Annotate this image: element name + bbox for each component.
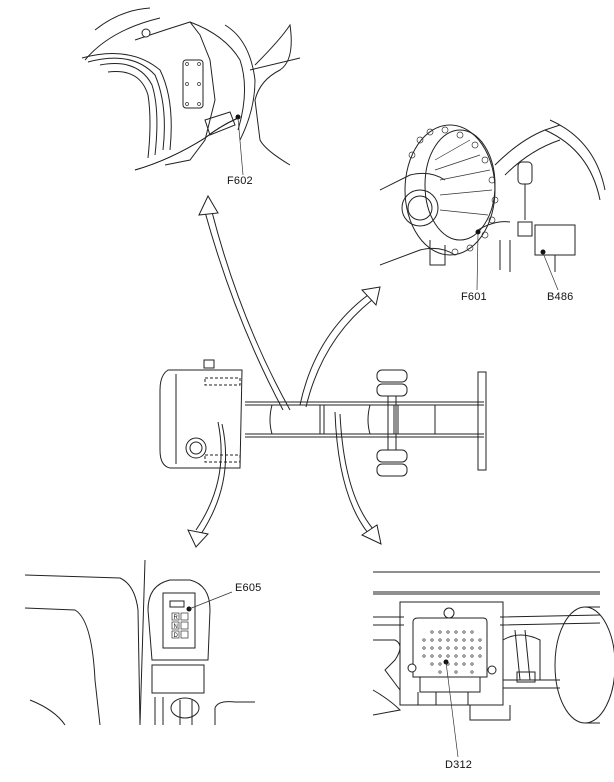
- f601-marker: [475, 229, 481, 235]
- transmission-detail: [81, 7, 301, 176]
- gear-button-r: R: [174, 615, 179, 621]
- label-f601: F601: [461, 291, 487, 303]
- rear-axle-detail: [379, 119, 606, 291]
- chassis-top-view: [159, 359, 487, 477]
- gear-button-n: N: [174, 624, 178, 630]
- f602-marker: [235, 114, 241, 120]
- gear-button-d: D: [174, 633, 179, 639]
- connector-pins: [422, 630, 482, 674]
- label-f602: F602: [227, 175, 253, 187]
- callout-arrows: [187, 194, 382, 548]
- gear-selector-detail: R N D: [24, 559, 255, 726]
- f601-leader-line: [476, 232, 479, 291]
- label-b486: B486: [547, 291, 574, 303]
- label-e605: E605: [235, 582, 262, 594]
- b486-leader-line: [542, 252, 559, 291]
- label-d312: D312: [445, 759, 473, 771]
- d312-leader-line: [445, 661, 459, 758]
- b486-marker: [540, 249, 546, 255]
- e605-leader-line: [188, 591, 233, 610]
- control-unit-detail: [372, 571, 614, 758]
- f602-leader-line: [237, 117, 244, 176]
